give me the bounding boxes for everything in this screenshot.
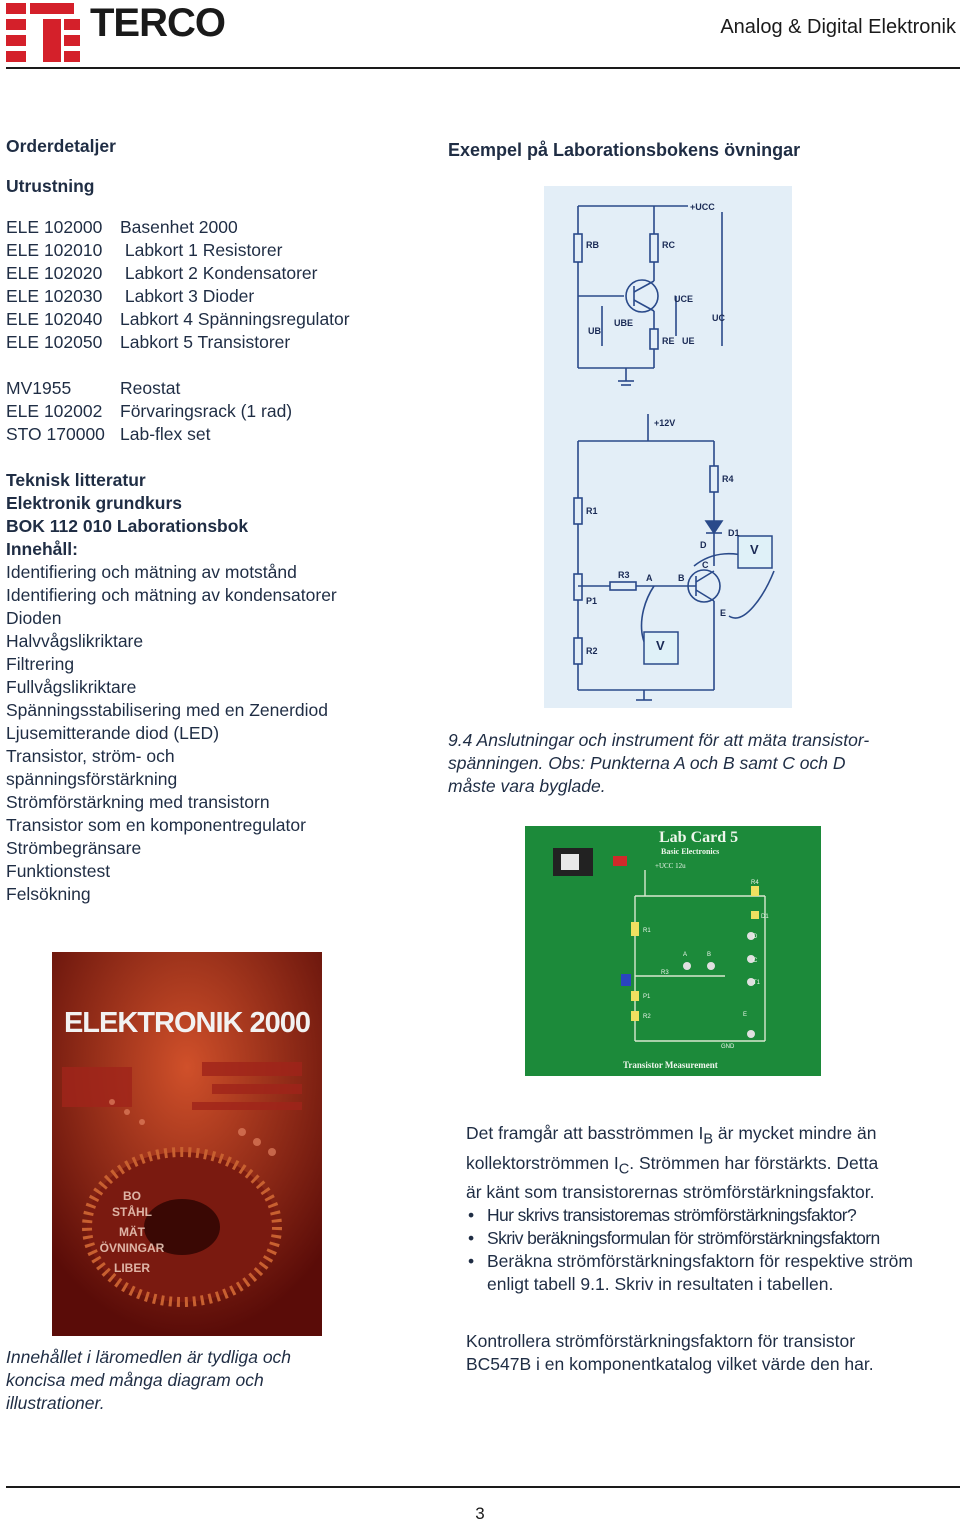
circuit-label: B: [678, 573, 685, 583]
labcard-supply: +UCC 12u: [655, 862, 686, 870]
book-stamp-text: LIBER: [114, 1261, 150, 1275]
labcard-label: R1: [643, 928, 651, 934]
order-title: Orderdetaljer: [6, 136, 116, 156]
labcard-label: E: [743, 1012, 747, 1018]
labcard-label: D: [753, 934, 758, 940]
figure-caption: 9.4 Anslutningar och instrument för att …: [448, 730, 870, 796]
page-number: 3: [475, 1504, 485, 1523]
labcard-label: GND: [721, 1044, 735, 1050]
list-item: Halvvågslikriktare: [6, 631, 144, 651]
list-item: Dioden: [6, 608, 62, 628]
book-cover-image: ELEKTRONIK 2000 BO STÅHL MÄT ÖVNINGAR LI…: [52, 952, 322, 1336]
circuit-label: RE: [662, 336, 675, 346]
body-paragraph: Kontrollera strömförstärkningsfaktorn fö…: [466, 1331, 874, 1374]
list-item: ELE 102030 Labkort 3 Dioder: [6, 286, 255, 306]
page-subtitle: Analog & Digital Elektronik: [720, 16, 956, 38]
literature-heading: Teknisk litteratur: [6, 470, 146, 490]
list-item: Beräkna strömförstärkningsfaktorn för re…: [466, 1250, 936, 1296]
book-stamp-text: STÅHL: [112, 1204, 152, 1219]
circuit-label: R4: [722, 474, 734, 484]
book-title: ELEKTRONIK 2000: [64, 1007, 310, 1039]
labcard-label: R4: [751, 880, 759, 886]
examples-title: Exempel på Laborationsbokens övningar: [448, 140, 801, 160]
labcard-subtitle: Basic Electronics: [661, 847, 719, 856]
header-divider: [6, 67, 960, 69]
list-item: Ljusemitterande diod (LED): [6, 723, 220, 743]
circuit-label: R1: [586, 506, 598, 516]
list-item: Strömbegränsare: [6, 838, 142, 858]
circuit-label: RC: [662, 240, 675, 250]
labcard-label: D1: [761, 914, 769, 920]
circuit-label: R2: [586, 646, 598, 656]
labcard-label: R2: [643, 1014, 651, 1020]
literature-section: Teknisk litteratur Elektronik grundkurs …: [6, 469, 337, 906]
circuit-label: A: [646, 573, 653, 583]
labcard-title: Lab Card 5: [659, 829, 738, 846]
literature-heading: BOK 112 010 Laborationsbok: [6, 516, 249, 536]
labcard-label: R3: [661, 970, 669, 976]
list-item: Transistor, ström- och: [6, 746, 175, 766]
list-item: Identifiering och mätning av motstånd: [6, 562, 297, 582]
meter-label: V: [750, 542, 759, 557]
book-stamp-text: ÖVNINGAR: [100, 1240, 165, 1255]
footer-divider: [6, 1486, 960, 1488]
book-stamp-text: BO: [123, 1189, 141, 1203]
circuit-label: RB: [586, 240, 599, 250]
list-item: Hur skrivs transistoremas strömförstärkn…: [466, 1204, 936, 1227]
list-item: ELE 102010 Labkort 1 Resistorer: [6, 240, 283, 260]
circuit-label: UC: [712, 313, 725, 323]
circuit-label: D: [700, 540, 707, 550]
list-item: spänningsförstärkning: [6, 769, 178, 789]
circuit-label: E: [720, 608, 726, 618]
list-item: Spänningsstabilisering med en Zenerdiod: [6, 700, 329, 720]
equipment-title: Utrustning: [6, 176, 95, 196]
list-item: Felsökning: [6, 884, 91, 904]
labcard-label: B: [707, 952, 711, 958]
book-stamp-text: MÄT: [119, 1224, 146, 1239]
circuit-label: C: [702, 560, 709, 570]
circuit-label: D1: [728, 528, 740, 538]
labcard-label: A: [683, 952, 687, 958]
list-item: Fullvågslikriktare: [6, 677, 137, 697]
list-item: Strömförstärkning med transistorn: [6, 792, 270, 812]
lab-card-image: Lab Card 5 Basic Electronics +UCC 12u Tr…: [525, 826, 821, 1076]
circuit-label: UCE: [674, 294, 693, 304]
labcard-label: P1: [643, 994, 651, 1000]
terco-logo: TERCO: [6, 3, 226, 62]
circuit-label: +12V: [654, 418, 675, 428]
circuit-label: UB: [588, 326, 601, 336]
circuit-label: UBE: [614, 318, 633, 328]
body-text: Det framgår att basströmmen IB är mycket…: [466, 1122, 936, 1296]
labcard-footer: Transistor Measurement: [623, 1060, 718, 1070]
list-item: ELE 102020 Labkort 2 Kondensatorer: [6, 263, 318, 283]
circuit-label: P1: [586, 596, 597, 606]
literature-heading: Innehåll:: [6, 539, 78, 559]
circuit-diagram-panel: +UCC RB RC UBE UCE UB RE UE UC +12V R1 R…: [544, 186, 792, 708]
list-item: Skriv beräkningsformulan för strömförstä…: [466, 1227, 936, 1250]
logo-text: TERCO: [90, 3, 225, 45]
labcard-label: T1: [753, 980, 761, 986]
list-item: Funktionstest: [6, 861, 111, 881]
meter-label: V: [656, 638, 665, 653]
question-list: Hur skrivs transistoremas strömförstärkn…: [466, 1204, 936, 1296]
list-item: Transistor som en komponentregulator: [6, 815, 306, 835]
labcard-label: C: [753, 958, 758, 964]
circuit-label: +UCC: [690, 202, 715, 212]
circuit-label: R3: [618, 570, 630, 580]
literature-heading: Elektronik grundkurs: [6, 493, 183, 513]
list-item: Filtrering: [6, 654, 75, 674]
circuit-label: UE: [682, 336, 695, 346]
book-caption: Innehållet i läromedlen är tydliga och k…: [6, 1347, 292, 1413]
list-item: Identifiering och mätning av kondensator…: [6, 585, 337, 605]
